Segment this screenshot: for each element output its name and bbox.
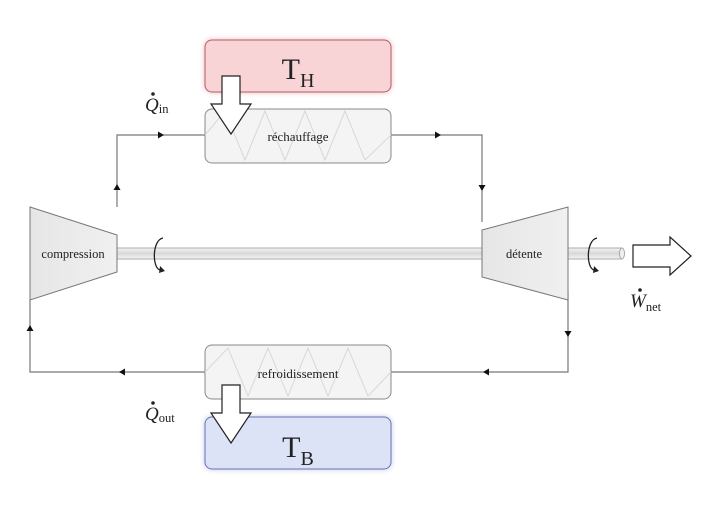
compressor-label: compression <box>41 247 105 261</box>
arrow-left-bottom <box>483 368 489 376</box>
flow-circuit <box>29 134 569 373</box>
flow-line-top <box>116 134 205 207</box>
flow-arrows <box>26 131 572 376</box>
cold-reservoir-label: TB <box>282 431 314 470</box>
svg-text:Qin: Qin <box>145 95 169 116</box>
cold-reservoir: TB <box>204 416 392 470</box>
cooler: refroidissement <box>204 344 392 400</box>
flow-line-bottom-left <box>29 300 205 373</box>
work-net-label: Wnet <box>630 288 662 314</box>
heater: réchauffage <box>204 108 392 164</box>
cooler-coil <box>204 346 392 398</box>
heat-in-arrow-icon <box>209 75 253 136</box>
rotation-icon-right <box>587 237 599 273</box>
arrow-down-right-bottom <box>564 331 572 337</box>
svg-text:Qout: Qout <box>145 404 175 425</box>
arrow-right-top <box>158 131 164 139</box>
heater-label: réchauffage <box>267 129 328 144</box>
flow-line-bottom-right <box>391 292 569 373</box>
cooler-label: refroidissement <box>258 366 339 381</box>
arrow-right-top-2 <box>435 131 441 139</box>
svg-text:Wnet: Wnet <box>630 291 662 314</box>
work-out-arrow-icon <box>632 235 692 277</box>
heater-coil <box>204 109 392 162</box>
rotation-icon-left <box>153 237 165 273</box>
arrow-down-right <box>478 185 486 191</box>
heat-out-label: Qout <box>145 401 175 425</box>
hot-reservoir-label: TH <box>282 53 315 92</box>
arrow-up-left-top <box>113 184 121 190</box>
heat-out-arrow-icon <box>209 384 253 445</box>
arrow-left-bottom-2 <box>119 368 125 376</box>
hot-reservoir: TH <box>204 39 392 93</box>
flow-line-top-right <box>391 134 483 222</box>
turbine: détente <box>481 206 569 301</box>
arrow-up-left-bottom <box>26 325 34 331</box>
compressor: compression <box>29 206 118 301</box>
turbine-label: détente <box>506 247 543 261</box>
heat-in-label: Qin <box>145 92 169 116</box>
